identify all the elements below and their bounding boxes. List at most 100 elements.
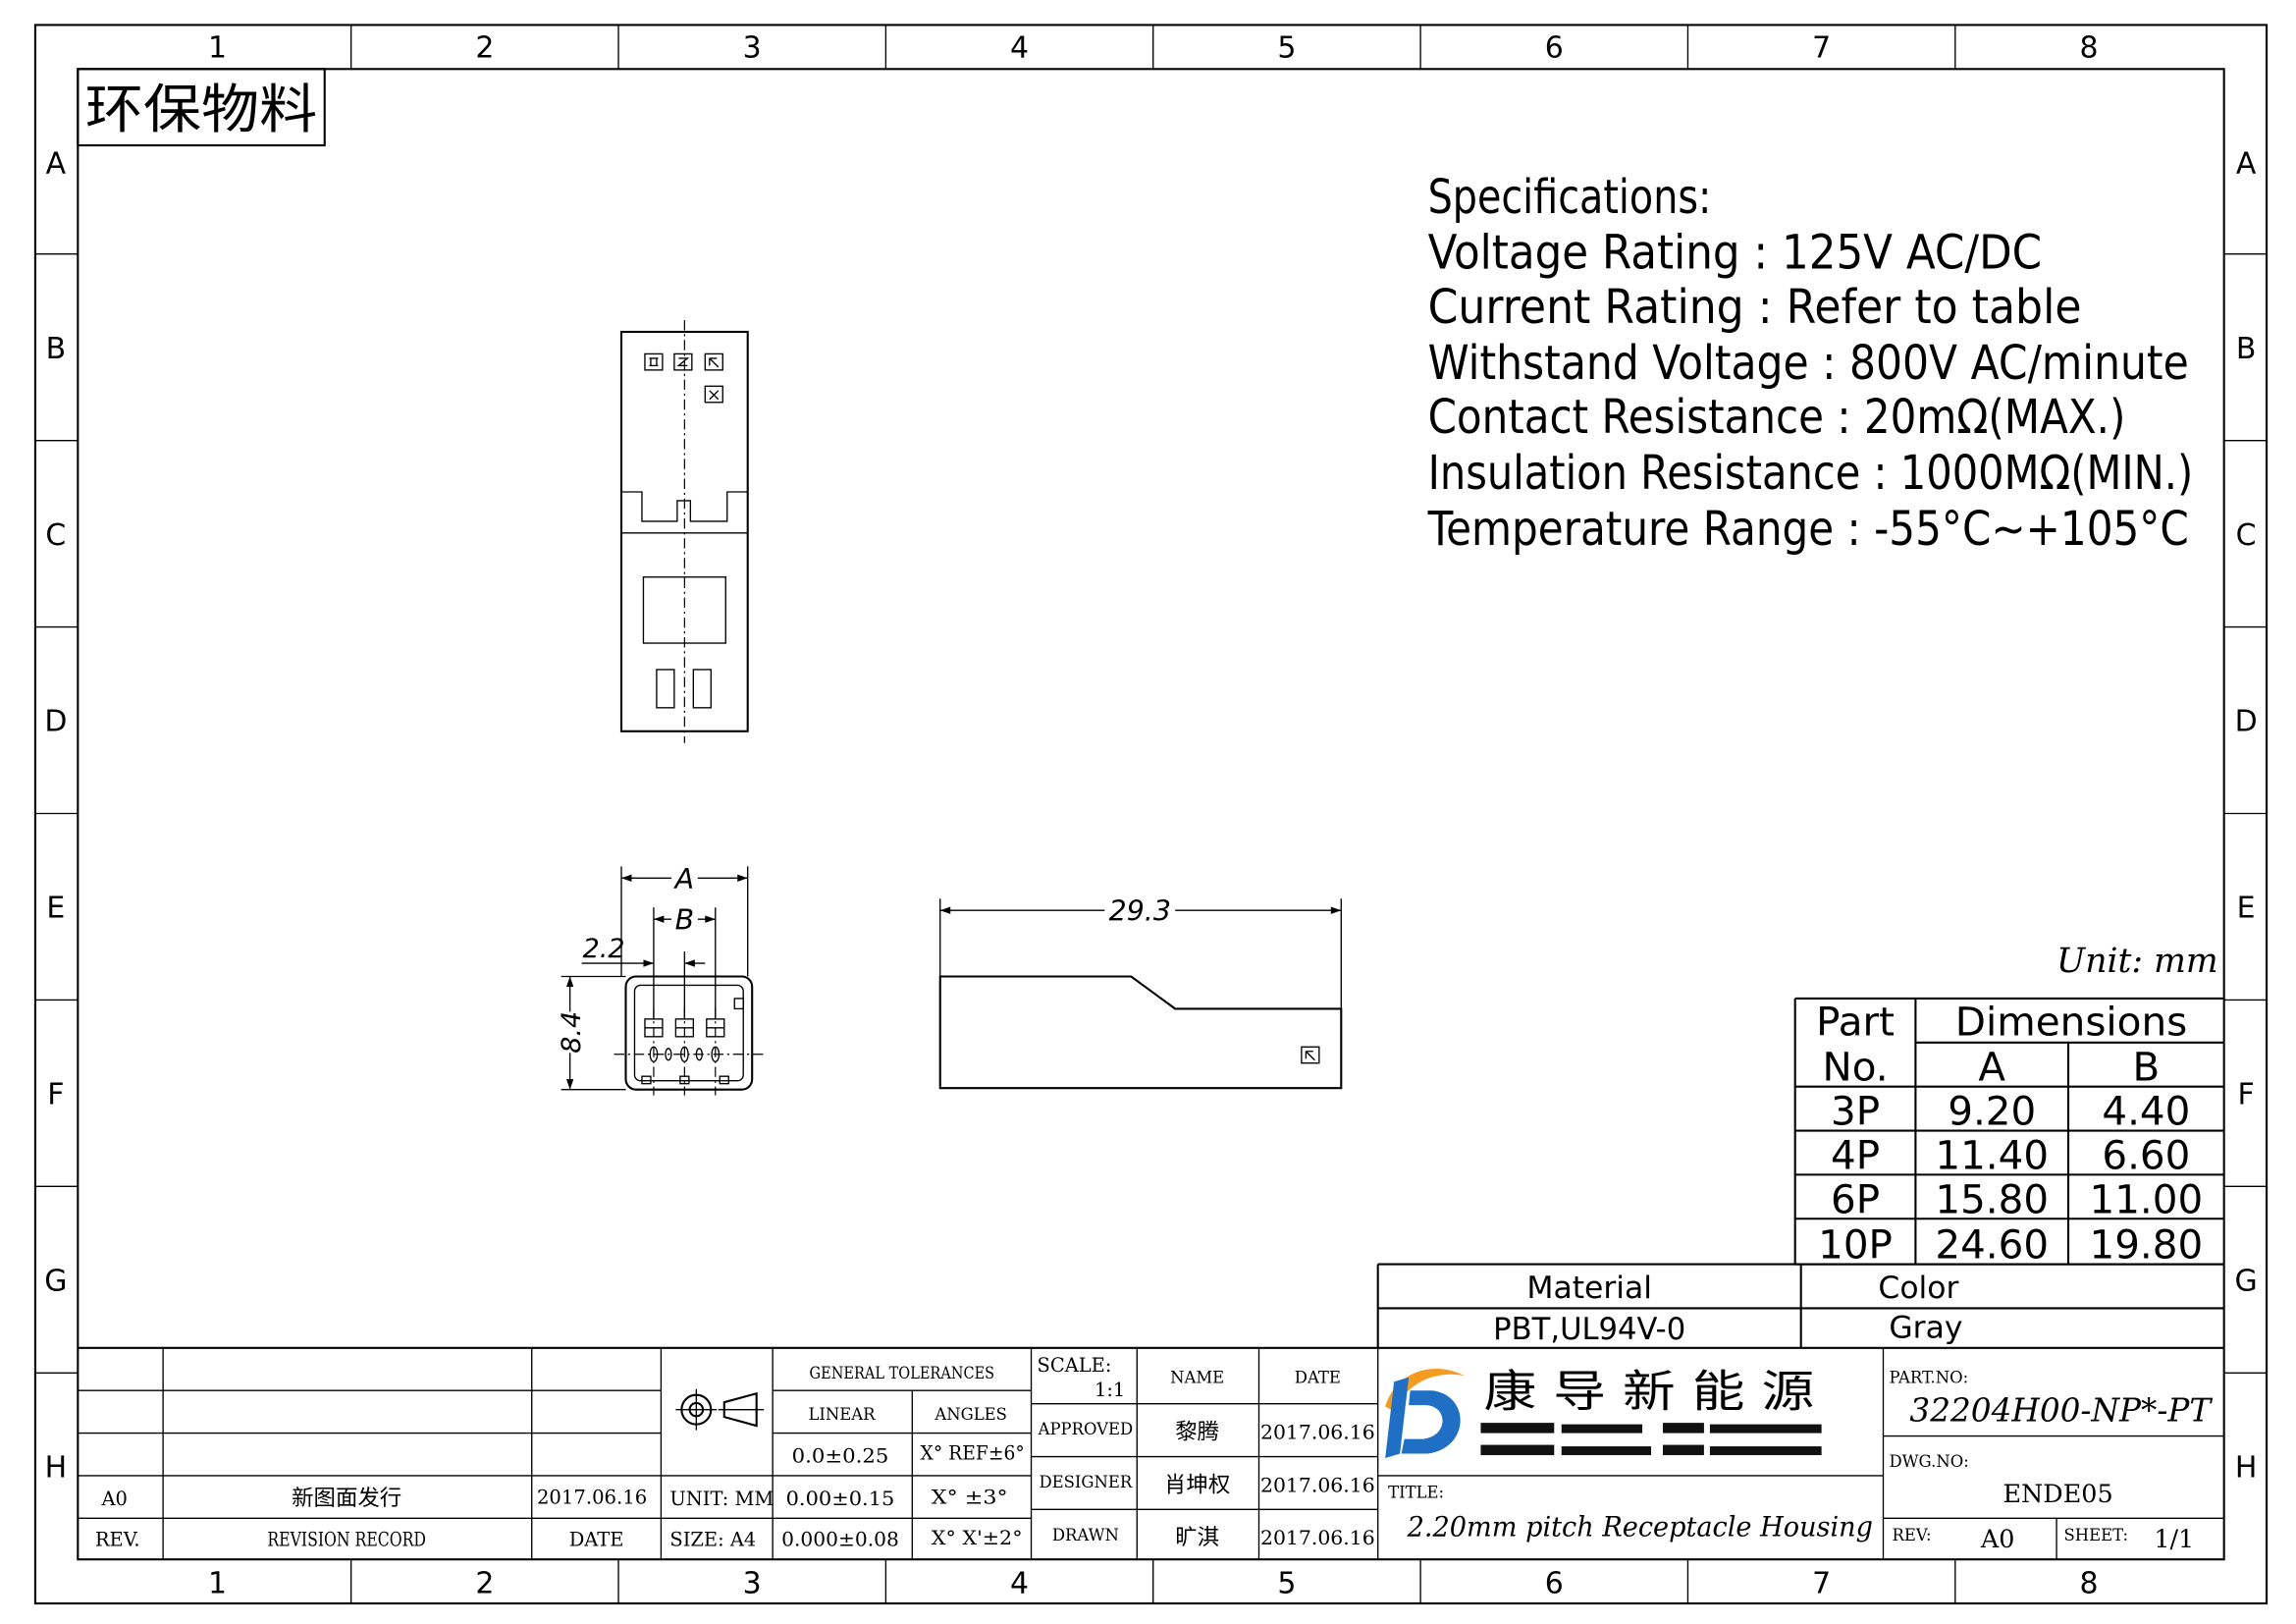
table-cell-a: 11.40: [1935, 1132, 2049, 1178]
color-value: Gray: [1889, 1310, 1962, 1345]
tolerances-angles-label: ANGLES: [934, 1405, 1007, 1424]
marking-x-icon: [704, 385, 723, 404]
color-label: Color: [1878, 1271, 1958, 1306]
table-cell-part: 4P: [1831, 1132, 1880, 1178]
zone-labels-left: A B C D E F G H: [44, 146, 67, 1485]
housing-top-view: [619, 320, 749, 743]
company-name: 康 导 新 能 源: [1483, 1366, 1814, 1418]
table-row: 6P 15.80 11.00: [1831, 1176, 2203, 1222]
zone-row-label: H: [2235, 1450, 2258, 1485]
zone-row-label: C: [45, 518, 66, 553]
revision-row: A0 新图面发行 2017.06.16: [101, 1486, 648, 1511]
zone-column-label: 7: [1812, 30, 1831, 65]
table-header-b: B: [2133, 1045, 2161, 1091]
approval-role: APPROVED: [1038, 1420, 1134, 1438]
company-contact-lines: [1480, 1423, 1822, 1456]
dimension-a: A: [620, 863, 749, 977]
specifications-heading: Specifications:: [1428, 171, 1712, 225]
dimension-b-label: B: [675, 904, 695, 937]
name-header: NAME: [1170, 1369, 1224, 1387]
scale-label: SCALE:: [1038, 1354, 1112, 1377]
zone-row-label: C: [2236, 518, 2257, 553]
approval-date: 2017.06.16: [1260, 1527, 1375, 1549]
title-value: 2.20mm pitch Receptacle Housing: [1407, 1510, 1873, 1543]
zone-column-label: 1: [208, 30, 227, 65]
zone-row-label: D: [2235, 705, 2258, 739]
tolerance-angle: X° X'±2°: [932, 1527, 1023, 1549]
approval-name: 旷淇: [1175, 1525, 1219, 1550]
dimension-length-label: 29.3: [1109, 895, 1171, 928]
zone-row-label: F: [47, 1078, 64, 1112]
zone-labels-right: A B C D E F G H: [2235, 146, 2258, 1485]
tolerance-angle: X° REF±6°: [921, 1442, 1025, 1465]
sheet-value: 1/1: [2154, 1524, 2194, 1553]
table-cell-a: 15.80: [1935, 1176, 2049, 1222]
table-cell-part: 3P: [1831, 1089, 1880, 1135]
material-label: Material: [1526, 1271, 1652, 1306]
tolerances-title: GENERAL TOLERANCES: [810, 1364, 995, 1382]
material-color-block: Material PBT,UL94V-0 Color Gray: [1376, 1263, 2224, 1348]
approval-row: DESIGNER 肖坤权 2017.06.16: [1039, 1472, 1374, 1497]
zone-labels-top: 1 2 3 4 5 6 7 8: [208, 30, 2099, 65]
revision-header-date: DATE: [569, 1529, 624, 1551]
part-no-value: 32204H00-NP*-PT: [1909, 1391, 2213, 1430]
table-row: 10P 24.60 19.80: [1818, 1222, 2203, 1269]
table-cell-a: 9.20: [1948, 1089, 2036, 1135]
dimension-b: B: [653, 904, 717, 1019]
approval-row: APPROVED 黎腾 2017.06.16: [1038, 1420, 1375, 1445]
dwg-no-value: ENDE05: [2003, 1479, 2113, 1508]
dimension-height-label: 8.4: [557, 1011, 587, 1054]
rev-label: REV:: [1892, 1526, 1931, 1544]
material-value: PBT,UL94V-0: [1493, 1312, 1685, 1347]
dimension-pitch-label: 2.2: [583, 934, 625, 964]
size-field: SIZE: A4: [669, 1529, 756, 1551]
zone-row-label: A: [46, 146, 67, 181]
dimension-length: 29.3: [939, 895, 1342, 1009]
rev-value: A0: [1980, 1524, 2015, 1553]
zone-row-label: E: [2237, 892, 2256, 926]
spec-insulation-resistance: Insulation Resistance : 1000MΩ(MIN.): [1428, 447, 2194, 501]
kd-logo-icon: [1385, 1369, 1465, 1459]
tolerance-linear: 0.0±0.25: [792, 1445, 889, 1468]
approval-name: 黎腾: [1175, 1420, 1219, 1445]
spec-temperature-range: Temperature Range : -55°C~+105°C: [1427, 503, 2189, 557]
table-header-a: A: [1978, 1045, 2005, 1091]
unit-note: Unit: mm: [2056, 942, 2218, 981]
dimension-a-label: A: [673, 863, 694, 895]
approval-role: DRAWN: [1052, 1526, 1119, 1544]
general-tolerances: GENERAL TOLERANCES LINEAR ANGLES 0.0±0.2…: [781, 1364, 1025, 1550]
stamp-text: 环保物料: [85, 79, 317, 140]
zone-labels-bottom: 1 2 3 4 5 6 7 8: [208, 1567, 2099, 1601]
zone-column-label: 3: [743, 1567, 762, 1601]
zone-column-label: 1: [208, 1567, 227, 1601]
tolerance-angle: X° ±3°: [932, 1486, 1008, 1508]
sheet-label: SHEET:: [2064, 1526, 2129, 1544]
zone-column-label: 3: [743, 30, 762, 65]
part-info: PART.NO: 32204H00-NP*-PT DWG.NO: ENDE05 …: [1889, 1369, 2213, 1553]
table-cell-a: 24.60: [1935, 1222, 2049, 1269]
company-logo: 康 导 新 能 源: [1385, 1366, 1822, 1459]
spec-current-rating: Current Rating : Refer to table: [1428, 281, 2082, 335]
title-block: [78, 1346, 2224, 1560]
approval-row: DRAWN 旷淇 2017.06.16: [1052, 1525, 1375, 1550]
dimension-pitch: 2.2: [581, 934, 706, 1019]
revision-record-text: 新图面发行: [292, 1486, 401, 1511]
zone-row-label: B: [46, 332, 67, 366]
revision-record: A0 新图面发行 2017.06.16 REV. REVISION RECORD…: [95, 1486, 647, 1551]
table-header-part: Part: [1816, 999, 1895, 1045]
table-cell-part: 10P: [1818, 1222, 1893, 1269]
zone-column-label: 2: [475, 1567, 494, 1601]
zone-column-label: 7: [1812, 1567, 1831, 1601]
tolerances-linear-label: LINEAR: [808, 1405, 876, 1424]
zone-column-label: 6: [1545, 1567, 1564, 1601]
zone-row-label: E: [46, 892, 65, 926]
title-label: TITLE:: [1388, 1483, 1444, 1501]
zone-column-label: 6: [1545, 30, 1564, 65]
table-row: 4P 11.40 6.60: [1831, 1132, 2190, 1178]
marking-3-icon: [704, 352, 723, 371]
sheet-border: [33, 24, 2269, 1605]
revision-date: 2017.06.16: [537, 1486, 647, 1508]
unit-field: UNIT: MM: [669, 1488, 774, 1510]
table-row: 3P 9.20 4.40: [1831, 1089, 2190, 1135]
revision-header-rev: REV.: [95, 1529, 140, 1551]
